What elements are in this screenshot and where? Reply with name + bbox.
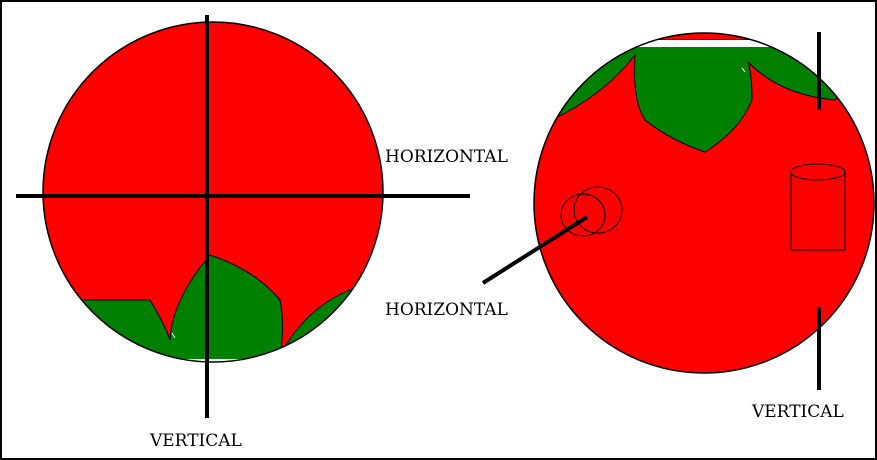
right-tomato-body (534, 33, 874, 373)
left-vertical-label: VERTICAL (149, 431, 242, 451)
right-tomato-flat (620, 40, 770, 47)
right-tomato (533, 32, 875, 374)
horizontal-skewer-icon (560, 186, 623, 237)
left-tomato (42, 21, 384, 365)
right-horizontal-pointer-line (481, 215, 589, 285)
right-tomato-calyx (534, 39, 874, 153)
left-stem-highlight (171, 332, 176, 339)
right-vertical-label: VERTICAL (751, 402, 844, 422)
right-stem-highlight (741, 67, 746, 73)
left-tomato-calyx (43, 254, 383, 362)
left-tomato-outline (42, 21, 384, 363)
right-horizontal-label: HORIZONTAL (385, 300, 508, 320)
left-horizontal-label: HORIZONTAL (385, 147, 508, 167)
vertical-skewer-icon (790, 163, 846, 251)
left-tomato-body (43, 22, 383, 362)
right-tomato-outline (533, 32, 875, 374)
